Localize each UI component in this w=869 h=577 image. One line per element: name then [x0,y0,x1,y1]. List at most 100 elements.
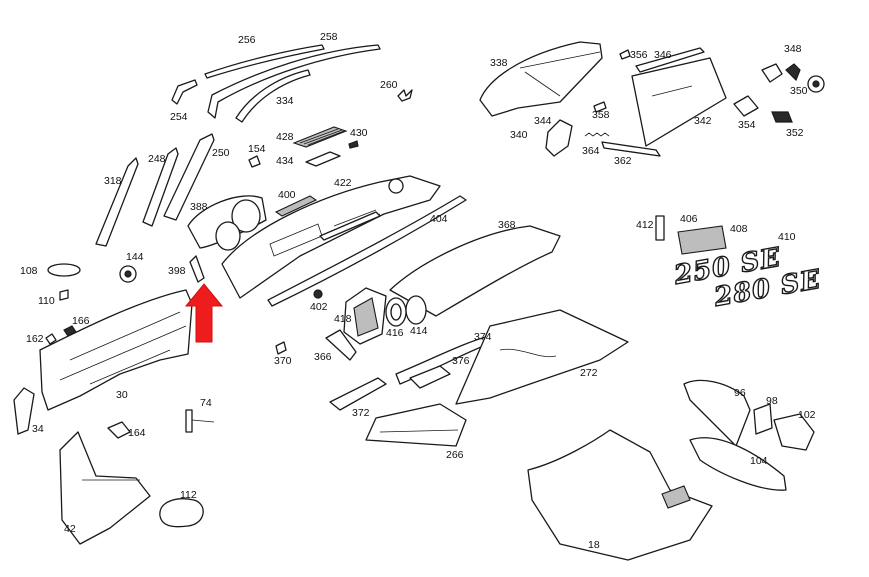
callout-434: 434 [276,155,294,167]
callout-108: 108 [20,265,38,277]
pillar-trim-250 [163,133,215,221]
callout-98: 98 [766,395,778,407]
glovebox-338 [479,41,603,117]
stay-358 [593,101,607,113]
callout-102: 102 [798,409,816,421]
lock-cylinder-350 [807,75,825,93]
gasket-112 [159,498,204,528]
callout-362: 362 [614,155,632,167]
pillar-trim-248 [142,147,179,227]
callout-366: 366 [314,351,332,363]
side-panel-34 [13,387,35,435]
callout-272: 272 [580,367,598,379]
spring-364 [584,132,610,137]
callout-430: 430 [350,127,368,139]
lock-348 [761,63,801,83]
callout-104: 104 [750,455,768,467]
callout-258: 258 [320,31,338,43]
callout-318: 318 [104,175,122,187]
mat-266 [365,403,467,447]
bracket-412 [655,215,665,241]
callout-402: 402 [310,301,328,313]
trim-372 [329,377,387,411]
clip-356 [619,49,631,60]
callout-42: 42 [64,523,76,535]
callout-340: 340 [510,129,528,141]
key-352 [771,111,793,123]
callout-162: 162 [26,333,44,345]
bracket-366 [325,329,357,361]
callout-410: 410 [778,231,796,243]
callout-248: 248 [148,153,166,165]
callout-398: 398 [168,265,186,277]
callout-266: 266 [446,449,464,461]
panel-42 [59,431,151,545]
clip-260 [397,89,413,102]
callout-418: 418 [334,313,352,325]
callout-356: 356 [630,49,648,61]
firewall-panel-30 [39,289,193,411]
callout-166: 166 [72,315,90,327]
callout-30: 30 [116,389,128,401]
callout-144: 144 [126,251,144,263]
clip-370 [275,341,287,355]
windshield-trim-258 [207,44,381,119]
callout-422: 422 [334,177,352,189]
rod-362 [601,141,661,157]
trim-334 [235,69,311,123]
floor-mat-272 [455,309,629,405]
visor-346 [635,47,705,73]
callout-428: 428 [276,131,294,143]
panel-342 [631,57,727,147]
callout-412: 412 [636,219,654,231]
vent-400 [274,195,318,217]
vent-grille-428 [292,126,348,148]
windshield-trim-256 [204,44,325,79]
callout-408: 408 [730,223,748,235]
callout-154: 154 [248,143,266,155]
plate-376 [409,365,451,389]
ring-416 [385,297,407,327]
cover-434 [305,151,341,167]
callout-364: 364 [582,145,600,157]
clip-110 [59,289,69,301]
callout-110: 110 [38,295,55,307]
bracket-98 [753,403,773,435]
callout-256: 256 [238,34,256,46]
callout-250: 250 [212,147,230,159]
callout-400: 400 [278,189,296,201]
seal-104 [689,437,787,491]
glovebox-frame-344 [545,119,573,157]
callout-374: 374 [474,331,492,343]
callout-352: 352 [786,127,804,139]
clip-430 [348,140,359,149]
callout-404: 404 [430,213,448,225]
bracket-398 [189,255,205,283]
grommet-164 [107,421,131,439]
callout-406: 406 [680,213,698,225]
highlight-arrow [184,283,224,343]
molding-404 [267,195,467,307]
panel-96 [683,379,751,447]
callout-416: 416 [386,327,404,339]
pillar-trim-318 [95,157,139,247]
callout-358: 358 [592,109,610,121]
callout-376: 376 [452,355,470,367]
heater-duct-388 [187,195,267,251]
callout-112: 112 [180,489,197,501]
callout-342: 342 [694,115,712,127]
vent-housing-418 [343,287,387,345]
ring-414 [405,295,427,325]
callout-260: 260 [380,79,398,91]
callout-368: 368 [498,219,516,231]
callout-334: 334 [276,95,294,107]
callout-344: 344 [534,115,552,127]
grommet-144 [119,265,137,283]
callout-338: 338 [490,57,508,69]
callout-164: 164 [128,427,146,439]
lock-354 [733,95,759,117]
clip-154 [248,155,261,168]
callout-348: 348 [784,43,802,55]
